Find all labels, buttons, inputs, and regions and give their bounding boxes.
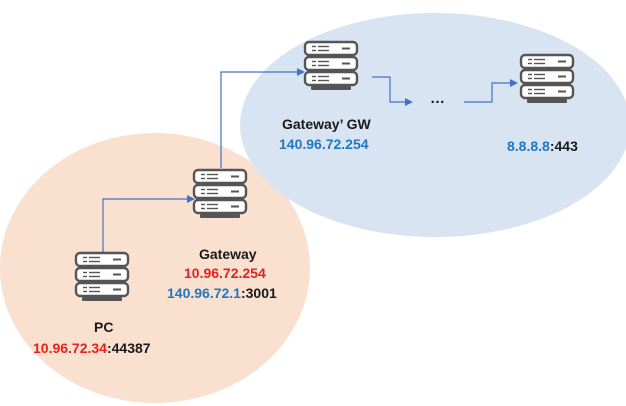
pc-port-separator: : (106, 340, 112, 356)
destination-port-separator: : (549, 138, 555, 154)
pc-server-icon (74, 251, 130, 301)
pc-port: 44387 (111, 340, 151, 356)
pc-ip: 10.96.72.34 (33, 340, 107, 356)
destination-ip: 8.8.8.8 (507, 138, 550, 154)
destination-address: 8.8.8.8:443 (507, 138, 578, 154)
destination-server-icon (519, 53, 575, 103)
gateway-port: 3001 (245, 285, 277, 301)
gateway-server-icon (192, 168, 248, 218)
gateway-name: Gateway (199, 246, 257, 262)
gateway-private-ip: 10.96.72.254 (184, 265, 266, 281)
pc-to-gateway-arrow (102, 195, 195, 256)
gateway-to-gateway-gw-arrow (220, 68, 305, 168)
gateway-gw-ip: 140.96.72.254 (279, 136, 369, 152)
gateway-gw-to-ellipsis-arrow (372, 76, 413, 106)
pc-name: PC (94, 319, 114, 335)
gateway-public-address: 140.96.72.1:3001 (167, 285, 277, 301)
gateway-gw-server-icon (303, 40, 359, 90)
gateway-port-separator: : (240, 285, 246, 301)
gateway-gw-name: Gateway’ GW (282, 116, 371, 132)
gateway-public-ip: 140.96.72.1 (167, 285, 241, 301)
ellipsis-text: … (430, 90, 445, 107)
ellipsis-to-destination-arrow (464, 79, 518, 103)
pc-address: 10.96.72.34:44387 (33, 340, 151, 356)
destination-port: 443 (554, 138, 578, 154)
